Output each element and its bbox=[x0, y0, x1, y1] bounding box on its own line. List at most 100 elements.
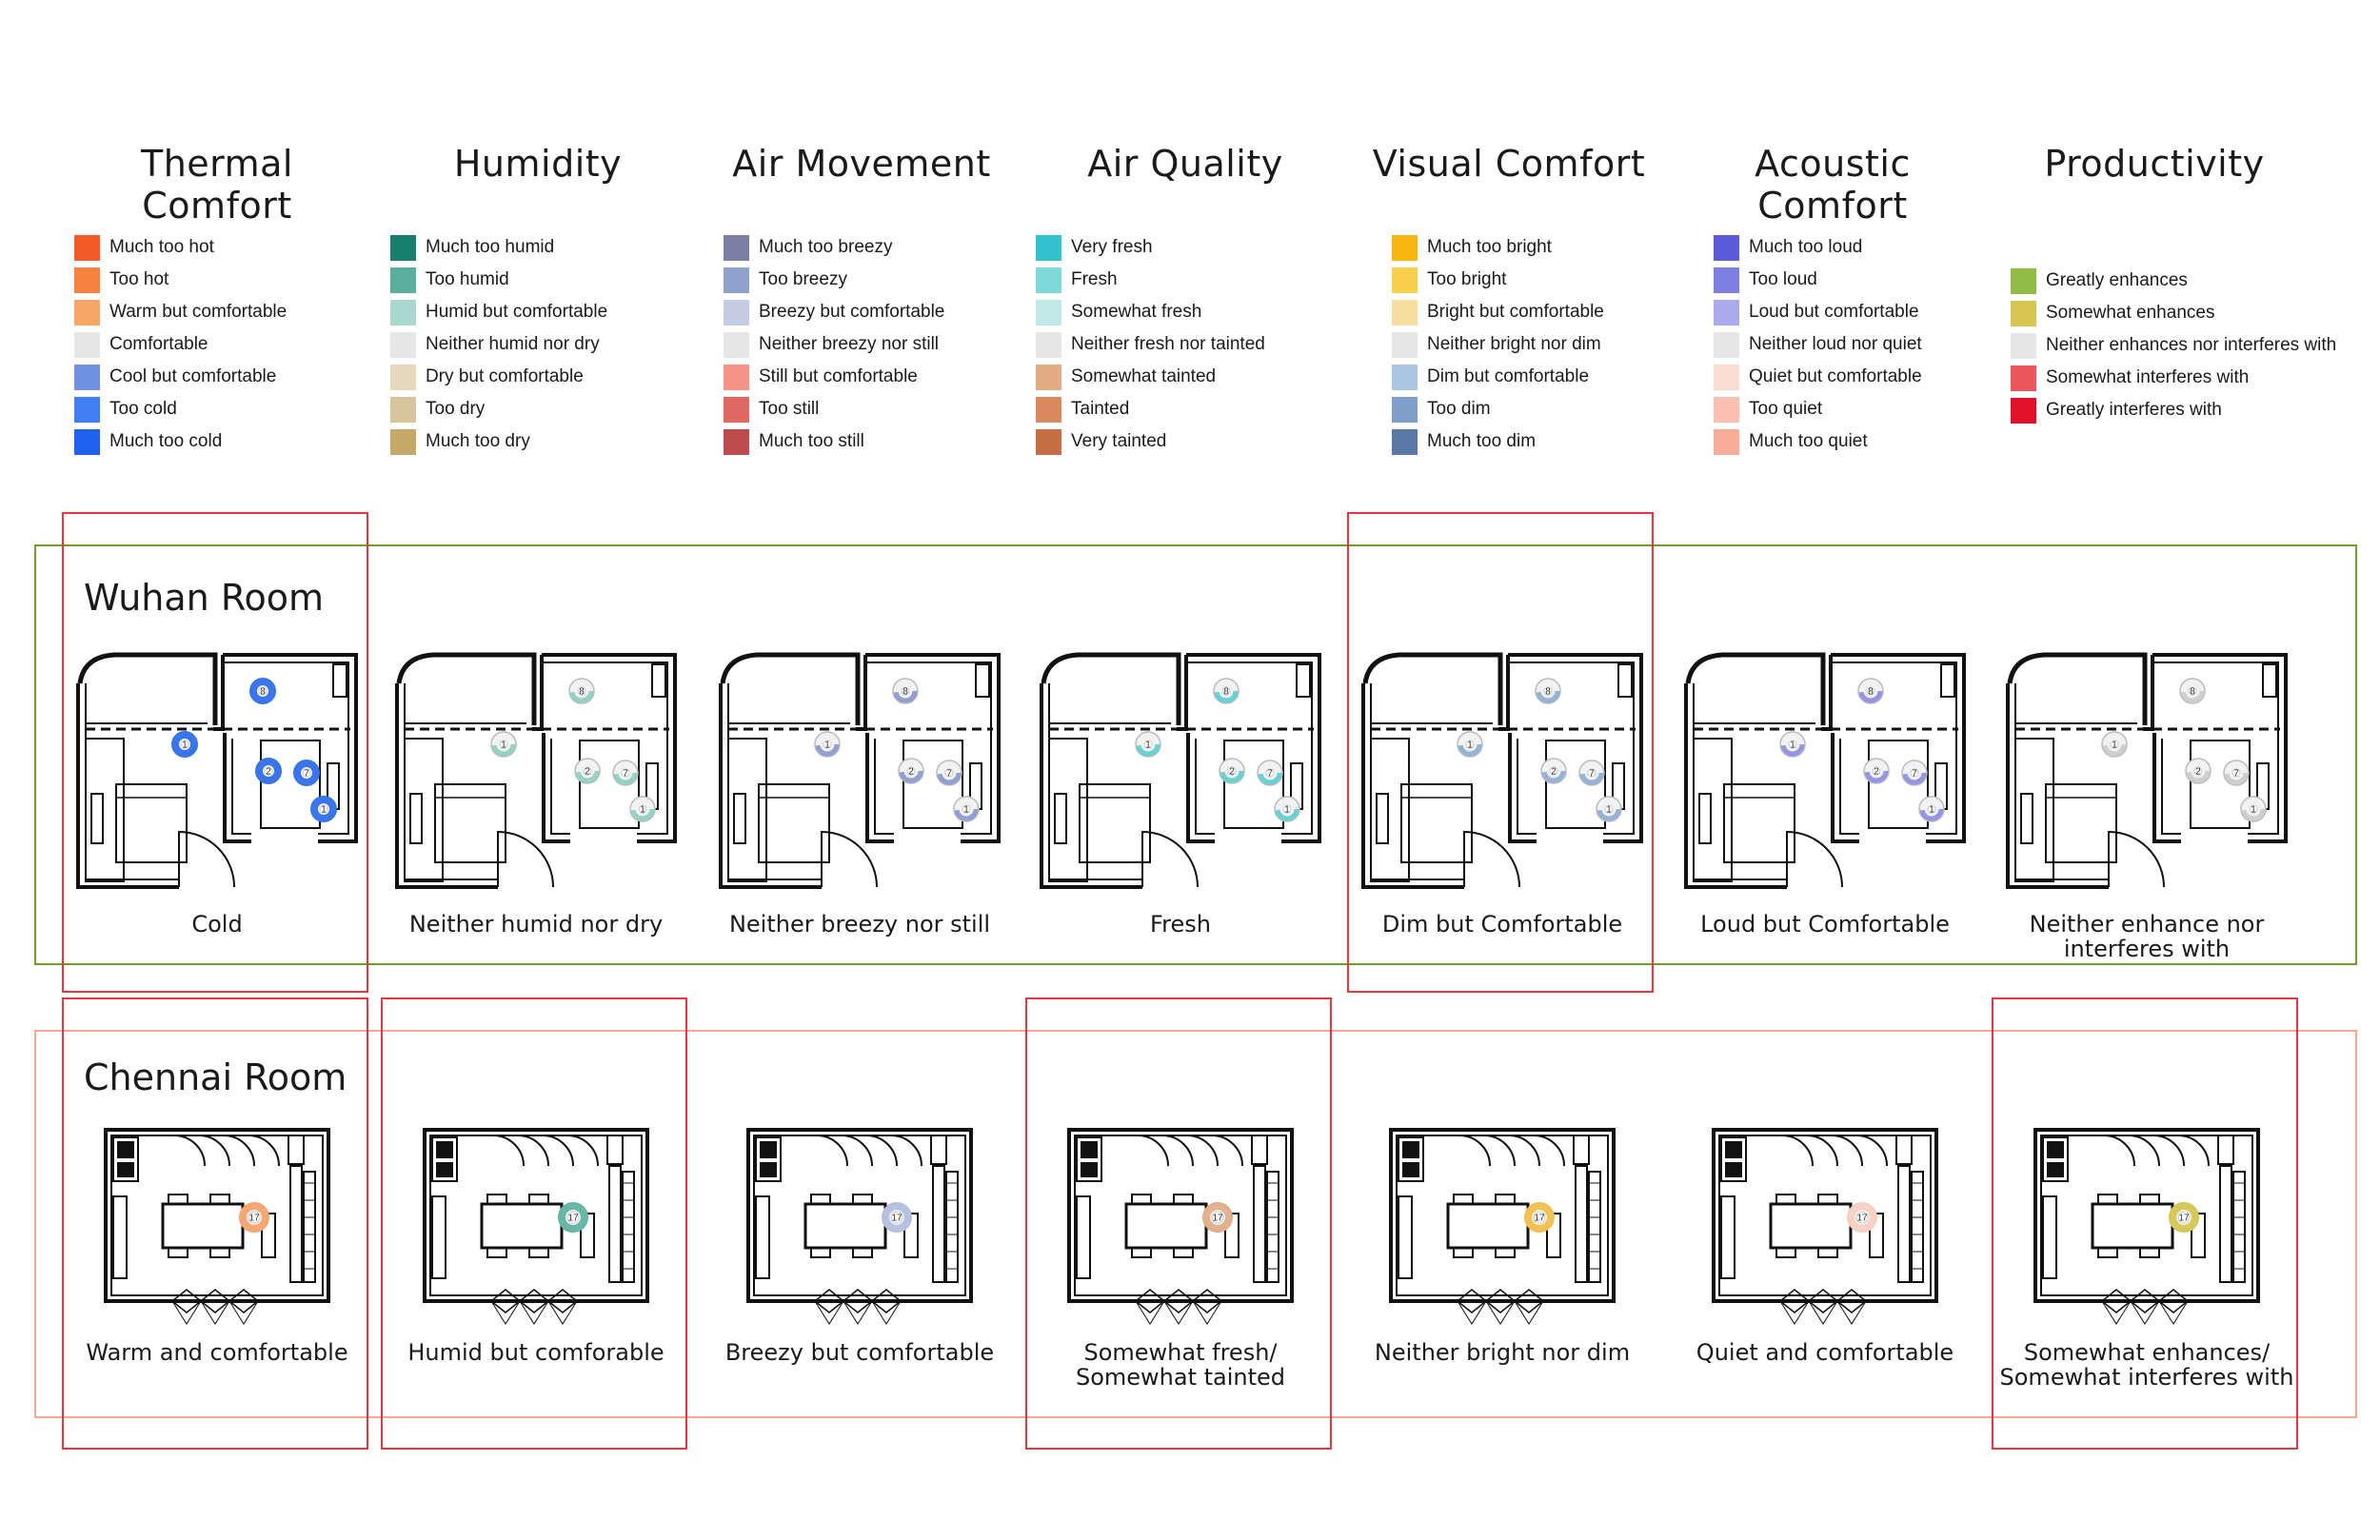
window-swing bbox=[2152, 1135, 2185, 1167]
window-pane bbox=[760, 1141, 777, 1158]
window-swing bbox=[1161, 1135, 1194, 1167]
sensor-marker: 17 bbox=[558, 1202, 588, 1233]
shelf bbox=[1398, 1195, 1413, 1279]
outer-wall bbox=[104, 1128, 330, 1303]
pillow bbox=[115, 783, 188, 799]
shelf-unit bbox=[608, 1165, 622, 1283]
legend-swatch bbox=[2011, 397, 2036, 424]
inner-wall bbox=[1831, 733, 1859, 843]
chair bbox=[810, 1247, 831, 1258]
shelf-unit bbox=[1897, 1165, 1911, 1283]
sensor-core bbox=[2193, 766, 2203, 776]
sensor-arc bbox=[310, 796, 337, 822]
legend-swatch bbox=[1714, 396, 1739, 423]
outer-wall bbox=[1831, 661, 1957, 835]
sensor-label: 8 bbox=[2190, 687, 2195, 698]
window-swing bbox=[2177, 1135, 2210, 1167]
sensor-marker: 17 bbox=[2169, 1202, 2199, 1233]
outer-wall bbox=[1693, 683, 1787, 880]
door-fold bbox=[814, 1300, 844, 1325]
legend-swatch bbox=[1036, 364, 1061, 390]
legend-swatch bbox=[1392, 267, 1418, 293]
legend-label: Much too still bbox=[759, 431, 864, 451]
window-frame bbox=[2042, 1136, 2069, 1182]
door-fold bbox=[843, 1300, 873, 1325]
sensor-marker: 1 bbox=[1457, 731, 1483, 758]
sensor-core bbox=[1866, 686, 1875, 696]
cabinet bbox=[1895, 1135, 1913, 1165]
wardrobe bbox=[1693, 738, 1733, 882]
outer-wall bbox=[1186, 653, 1321, 843]
sensor-label: 17 bbox=[248, 1214, 260, 1224]
door-fold bbox=[871, 1300, 902, 1325]
cabinet bbox=[288, 1135, 305, 1165]
door-fold bbox=[2158, 1300, 2189, 1325]
shelf-unit bbox=[303, 1171, 316, 1283]
sensor-arc bbox=[293, 760, 320, 786]
sensor-arc bbox=[1541, 759, 1566, 783]
legend-item: Dry but comfortable bbox=[390, 364, 584, 390]
outer-wall bbox=[404, 683, 498, 880]
sensor-arc bbox=[893, 679, 918, 703]
window-swing bbox=[223, 1135, 255, 1167]
door-fold bbox=[1808, 1300, 1838, 1325]
door-fold bbox=[1514, 1300, 1544, 1325]
chair bbox=[1131, 1247, 1152, 1258]
door-fold bbox=[490, 1300, 521, 1325]
inner-wall bbox=[2152, 733, 2181, 843]
sensor-label: 2 bbox=[2195, 767, 2201, 778]
wuhan-panel-caption: Cold bbox=[191, 911, 243, 938]
outer-wall bbox=[77, 652, 218, 725]
chennai-floor-plan: 17 bbox=[423, 1128, 649, 1325]
sensor-marker: 8 bbox=[1535, 678, 1561, 704]
legend-item: Too bright bbox=[1392, 267, 1506, 293]
legend-item: Somewhat interferes with bbox=[2011, 365, 2249, 391]
window-swing bbox=[1211, 1135, 1243, 1167]
sensor-core bbox=[1855, 1211, 1869, 1224]
legend-label: Bright but comfortable bbox=[1427, 302, 1604, 322]
door-swing bbox=[497, 830, 554, 888]
sensor-marker: 1 bbox=[629, 796, 656, 822]
legend-swatch bbox=[1036, 396, 1061, 423]
sensor-arc bbox=[1258, 760, 1282, 785]
legend-label: Somewhat fresh bbox=[1071, 302, 1202, 322]
door-fold bbox=[2130, 1300, 2160, 1325]
sensor-marker: 7 bbox=[1578, 760, 1605, 786]
outer-wall bbox=[1508, 653, 1643, 843]
sensor-core bbox=[890, 1211, 903, 1224]
wardrobe bbox=[85, 738, 125, 882]
sensor-arc bbox=[1919, 797, 1944, 821]
legend-label: Quiet but comfortable bbox=[1749, 366, 1922, 386]
sensor-marker: 8 bbox=[568, 678, 595, 704]
sensor-marker: 17 bbox=[882, 1202, 912, 1233]
sensor-marker: 8 bbox=[1857, 678, 1884, 704]
sensor-marker: 1 bbox=[2240, 796, 2267, 822]
legend-item: Cool but comfortable bbox=[74, 364, 276, 390]
sensor-arc bbox=[630, 797, 655, 821]
sensor-arc bbox=[1136, 732, 1160, 757]
sensor-core bbox=[638, 804, 647, 814]
chennai-panel-caption: Warm and comfortable bbox=[86, 1339, 348, 1366]
bed bbox=[2045, 783, 2117, 863]
legend-label: Still but comfortable bbox=[759, 366, 918, 386]
door-swing bbox=[2108, 830, 2165, 888]
desk bbox=[2190, 740, 2251, 829]
sensor-marker: 7 bbox=[1257, 760, 1283, 786]
chair bbox=[2139, 1194, 2160, 1205]
legend-label: Humid but comfortable bbox=[426, 302, 608, 322]
legend-label: Breezy but comfortable bbox=[759, 302, 945, 322]
legend-item: Much too quiet bbox=[1714, 428, 1868, 455]
legend-swatch bbox=[1036, 234, 1061, 261]
legend-title-1: Humidity bbox=[453, 143, 623, 185]
outer-wall bbox=[1389, 1128, 1616, 1303]
legend-swatch bbox=[1714, 331, 1739, 358]
sensor-arc bbox=[239, 1202, 269, 1233]
sensor-core bbox=[1543, 686, 1553, 696]
sensor-label: 1 bbox=[963, 805, 969, 816]
outer-wall bbox=[1362, 652, 1503, 725]
chair bbox=[1453, 1247, 1474, 1258]
legend-label: Neither bright nor dim bbox=[1427, 334, 1601, 354]
legend-label: Too dry bbox=[426, 399, 486, 419]
